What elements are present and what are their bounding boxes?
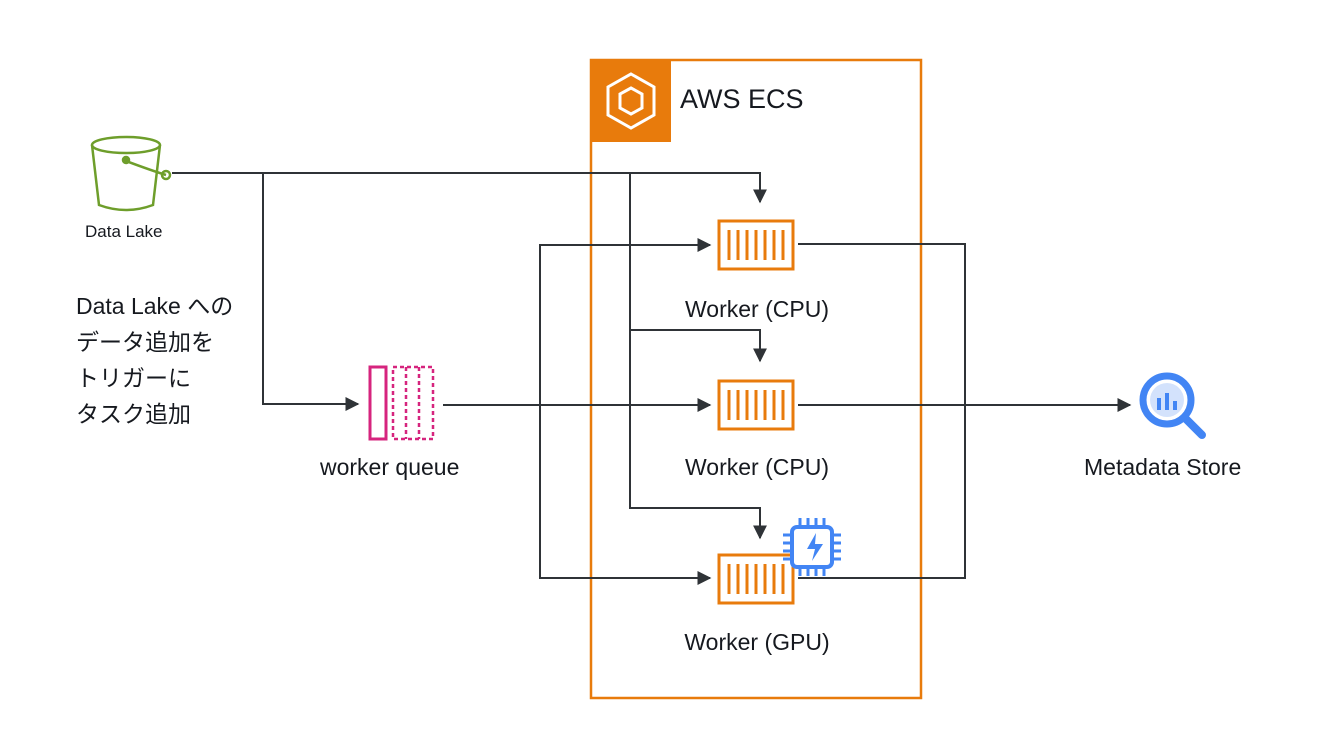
ecs-icon [591, 60, 671, 142]
container-icon [717, 553, 795, 605]
worker-queue-label: worker queue [320, 454, 460, 480]
trigger-note: Data Lake への データ追加を トリガーに タスク追加 [76, 288, 276, 432]
data-lake-label: Data Lake [85, 222, 163, 241]
worker-gpu-label: Worker (GPU) [684, 629, 830, 655]
ecs-group-title: AWS ECS [680, 84, 804, 114]
worker-containers [717, 219, 795, 605]
queue-icon [368, 365, 435, 441]
trigger-note-line: データ追加を [76, 329, 214, 355]
worker-cpu-2-label: Worker (CPU) [685, 454, 829, 480]
bigquery-icon [1139, 372, 1206, 439]
s3-bucket-icon [90, 135, 172, 212]
connectors [172, 172, 1132, 585]
container-icon [717, 219, 795, 271]
trigger-note-line: タスク追加 [76, 401, 191, 427]
ecs-group-box [589, 58, 923, 700]
container-icon [717, 379, 795, 431]
metadata-store-label: Metadata Store [1084, 454, 1242, 480]
worker-cpu-1-label: Worker (CPU) [685, 296, 829, 322]
gpu-chip-icon [783, 518, 841, 576]
trigger-note-line: Data Lake への [76, 293, 234, 319]
trigger-note-line: トリガーに [76, 365, 191, 391]
